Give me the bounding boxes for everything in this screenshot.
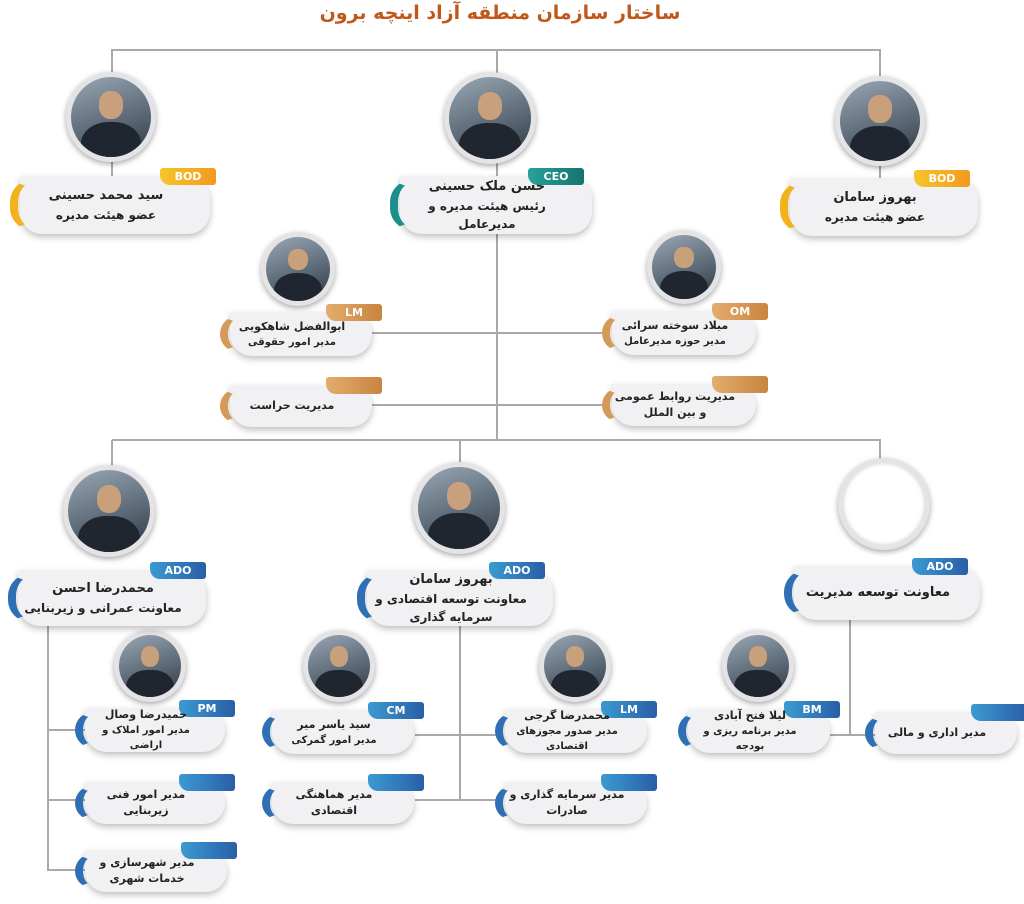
- role-badge: CEO: [528, 168, 584, 185]
- role-badge: LM: [601, 701, 657, 718]
- person-role: عضو هیئت مدیره: [824, 210, 926, 224]
- photo-c2: [444, 72, 536, 164]
- photo-c5: [647, 230, 721, 304]
- unit-name: مدیر سرمایه گذاری و صادرات: [509, 788, 625, 817]
- role-badge: PM: [179, 700, 235, 717]
- unit-name: مدیریت حراست: [249, 399, 335, 412]
- role-badge: ADO: [912, 558, 968, 575]
- photo-c15: [539, 630, 611, 702]
- badge-blank: [971, 704, 1024, 721]
- card-security-management: مدیریت حراست: [220, 377, 382, 427]
- unit-name: مدیر امور فنی زیربنایی: [106, 788, 186, 817]
- person-name: حسن ملک حسینی: [428, 179, 546, 194]
- role-badge: CM: [368, 702, 424, 719]
- card-ceo-office-manager: OM میلاد سوخته سرائی مدیر حوزه مدیرعامل: [602, 303, 768, 355]
- card-economic-coordination: مدیر هماهنگی اقتصادی: [262, 774, 424, 824]
- card-public-relations: مدیریت روابط عمومی و بین الملل: [602, 376, 768, 426]
- person-name: بهروز سامان: [833, 190, 917, 205]
- page-title: ساختار سازمان منطقه آزاد اینچه برون: [319, 2, 681, 24]
- person-role: رئیس هیئت مدیره و مدیرعامل: [428, 199, 546, 231]
- card-deputy-civil: ADO محمدرضا احسن معاونت عمرانی و زیربنایی: [8, 562, 206, 626]
- badge-blank: [601, 774, 657, 791]
- photo-c18: [722, 630, 794, 702]
- card-board-member-hosseini: BOD سید محمد حسینی عضو هیئت مدیره: [10, 168, 216, 234]
- person-role: معاونت عمرانی و زیربنایی: [24, 601, 182, 615]
- badge-blank: [181, 842, 237, 859]
- role-badge: OM: [712, 303, 768, 320]
- badge-blank: [712, 376, 768, 393]
- unit-name: معاونت توسعه مدیریت: [805, 585, 951, 600]
- card-admin-finance: مدیر اداری و مالی: [865, 704, 1024, 754]
- unit-name: مدیریت روابط عمومی و بین الملل: [614, 390, 736, 419]
- role-badge: BOD: [160, 168, 216, 185]
- photo-c11: [114, 630, 186, 702]
- photo-c3: [835, 76, 925, 166]
- photo-c1: [66, 72, 156, 162]
- card-deputy-management-development: ADO معاونت توسعه مدیریت: [784, 558, 980, 620]
- person-role: عضو هیئت مدیره: [55, 208, 157, 222]
- person-role: مدیر امور گمرکی: [291, 734, 377, 746]
- person-name: لیلا فتح آبادی: [713, 709, 786, 722]
- role-badge: BM: [784, 701, 840, 718]
- photo-c8: [63, 465, 155, 557]
- card-customs-manager: CM سید یاسر میر مدیر امور گمرکی: [262, 702, 424, 754]
- person-name: حمیدرضا وصال: [104, 708, 188, 721]
- card-urban-services: مدیر شهرسازی و خدمات شهری: [75, 842, 237, 892]
- badge-blank: [326, 377, 382, 394]
- card-deputy-economic: ADO بهروز سامان معاونت توسعه اقتصادی و سر…: [357, 562, 553, 626]
- unit-name: مدیر شهرسازی و خدمات شهری: [99, 856, 195, 885]
- unit-name: مدیر اداری و مالی: [887, 726, 987, 739]
- card-ceo: CEO حسن ملک حسینی رئیس هیئت مدیره و مدیرع…: [390, 168, 592, 234]
- photo-placeholder-c10: [838, 458, 930, 550]
- card-legal-manager: LM ابوالفضل شاهکویی مدیر امور حقوقی: [220, 304, 382, 356]
- role-badge: BOD: [914, 170, 970, 187]
- photo-c9: [413, 462, 505, 554]
- person-name: ابوالفضل شاهکویی: [238, 319, 346, 333]
- photo-c4: [261, 232, 335, 306]
- role-badge: ADO: [489, 562, 545, 579]
- card-property-manager: PM حمیدرضا وصال مدیر امور املاک و اراضی: [75, 700, 235, 752]
- person-name: سید یاسر میر: [297, 717, 371, 731]
- person-role: معاونت توسعه اقتصادی و سرمایه گذاری: [375, 592, 527, 624]
- badge-blank: [179, 774, 235, 791]
- person-name: میلاد سوخته سرائی: [621, 318, 729, 332]
- person-name: محمدرضا احسن: [52, 581, 154, 596]
- person-name: سید محمد حسینی: [48, 188, 164, 203]
- person-name: بهروز سامان: [409, 572, 493, 587]
- unit-name: مدیر هماهنگی اقتصادی: [295, 788, 373, 817]
- role-badge: ADO: [150, 562, 206, 579]
- role-badge: LM: [326, 304, 382, 321]
- card-investment-exports: مدیر سرمایه گذاری و صادرات: [495, 774, 657, 824]
- person-role: مدیر امور املاک و اراضی: [102, 725, 190, 751]
- person-role: مدیر حوزه مدیرعامل: [624, 335, 726, 347]
- person-name: محمدرضا گرجی: [524, 709, 610, 722]
- person-role: مدیر برنامه ریزی و بودجه: [703, 726, 797, 752]
- card-economic-permits-manager: LM محمدرضا گرجی مدیر صدور مجوزهای اقتصادی: [495, 701, 657, 753]
- card-budget-planning-manager: BM لیلا فتح آبادی مدیر برنامه ریزی و بودج…: [678, 701, 840, 753]
- person-role: مدیر صدور مجوزهای اقتصادی: [516, 726, 618, 752]
- badge-blank: [368, 774, 424, 791]
- person-role: مدیر امور حقوقی: [248, 336, 336, 348]
- photo-c14: [303, 630, 375, 702]
- card-board-member-saman: BOD بهروز سامان عضو هیئت مدیره: [780, 170, 978, 236]
- card-technical-infrastructure: مدیر امور فنی زیربنایی: [75, 774, 235, 824]
